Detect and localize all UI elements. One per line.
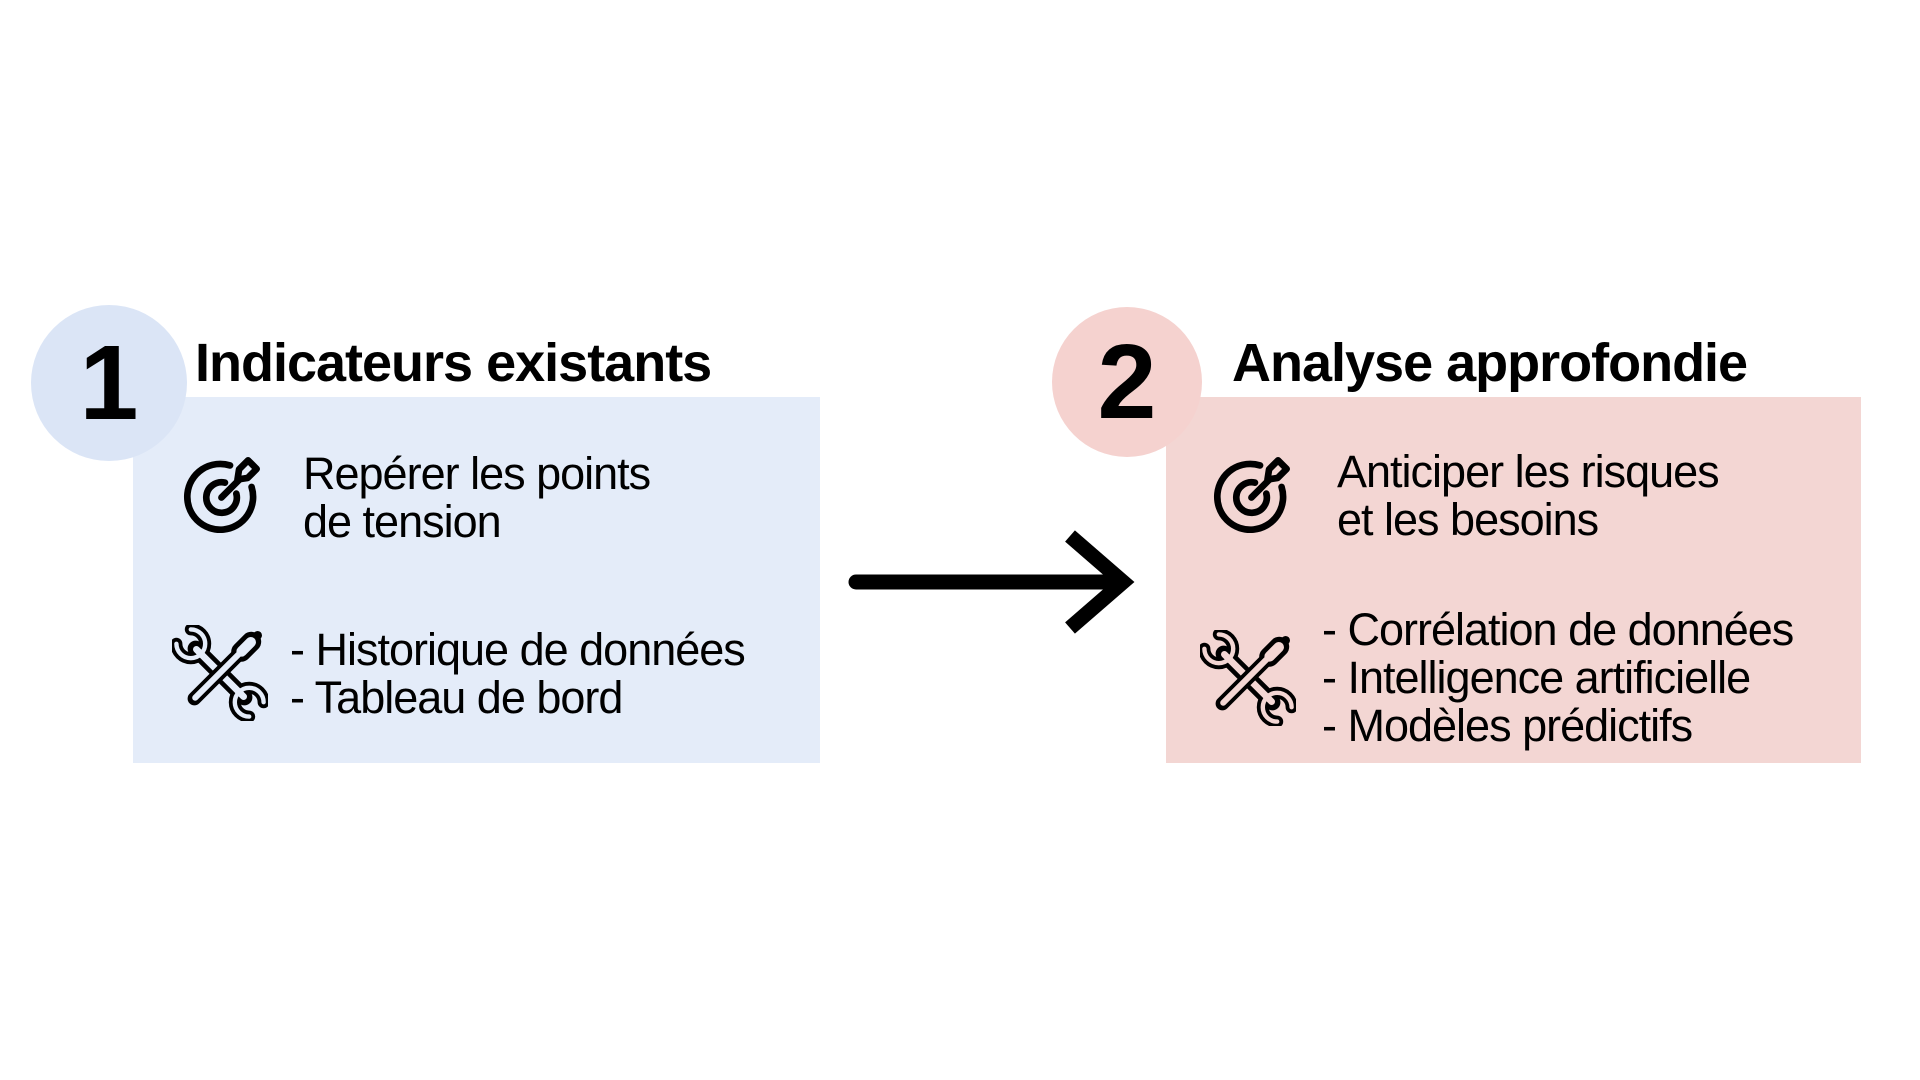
list-line: - Intelligence artificielle xyxy=(1322,652,1751,703)
text-line: Repérer les points xyxy=(303,448,651,499)
list-line: - Modèles prédictifs xyxy=(1322,700,1693,751)
step-2-number: 2 xyxy=(1097,323,1157,441)
step-1-number-badge: 1 xyxy=(31,305,187,461)
step-1-item-1-text: Repérer les points de tension xyxy=(303,448,651,547)
step-1-item-2-list: - Historique de données - Tableau de bor… xyxy=(290,624,746,723)
list-line: - Tableau de bord xyxy=(290,672,623,723)
wrench-screwdriver-icon xyxy=(1200,630,1296,726)
step-2-title: Analyse approfondie xyxy=(1232,333,1748,393)
target-dart-icon xyxy=(176,447,270,541)
step-1-number: 1 xyxy=(79,324,139,442)
step-2-number-badge: 2 xyxy=(1052,307,1202,457)
text-line: et les besoins xyxy=(1337,494,1599,545)
step-2-item-2-list: - Corrélation de données - Intelligence … xyxy=(1322,604,1794,751)
text-line: Anticiper les risques xyxy=(1337,446,1720,497)
step-1-title: Indicateurs existants xyxy=(195,333,712,393)
step-2-box xyxy=(1166,397,1861,763)
step-2-item-1-text: Anticiper les risques et les besoins xyxy=(1337,446,1720,545)
text-line: de tension xyxy=(303,496,502,547)
list-line: - Corrélation de données xyxy=(1322,604,1794,655)
target-dart-icon xyxy=(1206,447,1300,541)
wrench-screwdriver-icon xyxy=(172,625,268,721)
flow-arrow-icon xyxy=(848,530,1135,634)
list-line: - Historique de données xyxy=(290,624,746,675)
